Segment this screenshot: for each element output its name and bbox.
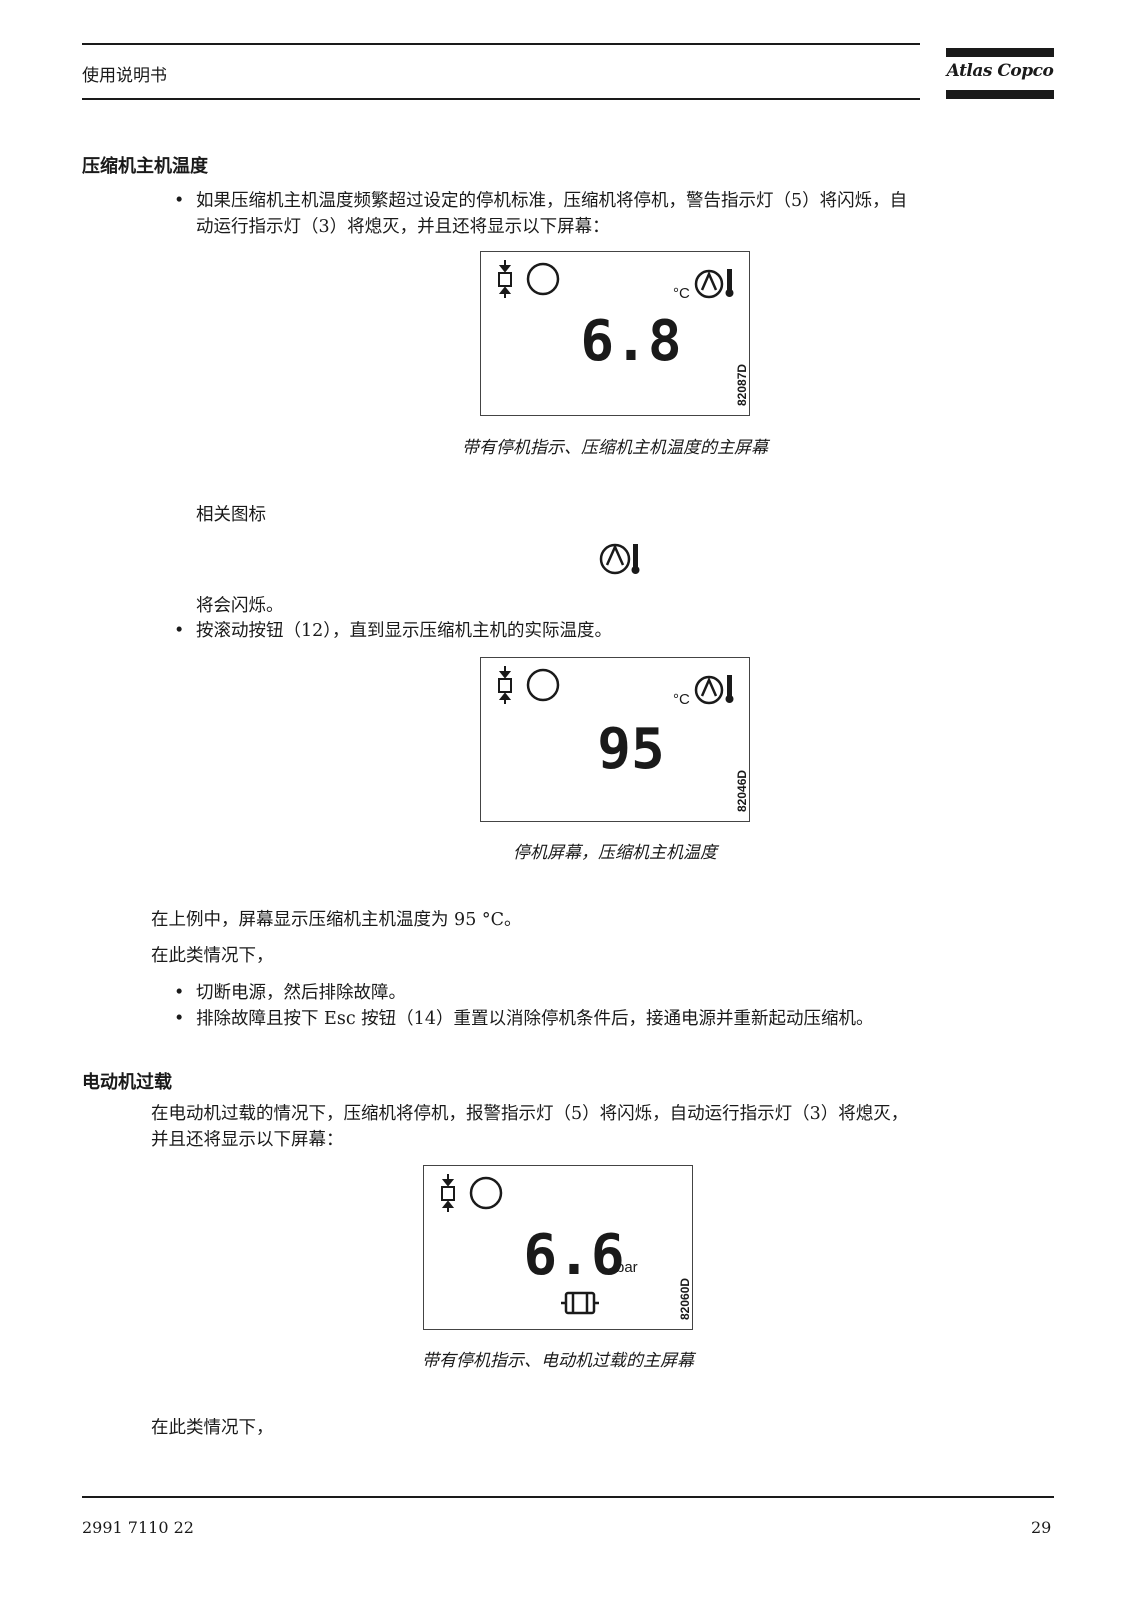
section-heading-motor-overload: 电动机过载: [82, 1072, 172, 1093]
controller-display-2: °C 95 82046D: [480, 657, 750, 822]
display-3-unit: bar: [616, 1259, 638, 1276]
brand-logo: Atlas Copco: [946, 48, 1054, 102]
paragraph-line-2: 并且还将显示以下屏幕：: [151, 1130, 344, 1150]
bullet-text: 排除故障且按下 Esc 按钮（14）重置以消除停机条件后，接通电源并重新起动压缩…: [196, 1009, 874, 1029]
bullet-scroll-button: • 按滚动按钮（12），直到显示压缩机主机的实际温度。: [174, 618, 1056, 644]
footer-rule: [82, 1496, 1054, 1498]
compressor-element-temperature-icon: [599, 543, 640, 575]
will-flash-text: 将会闪烁。: [196, 596, 284, 616]
page-number: 29: [1031, 1518, 1052, 1537]
brand-logo-text: Atlas Copco: [946, 61, 1054, 81]
bullet-text: 按滚动按钮（12），直到显示压缩机主机的实际温度。: [196, 621, 613, 641]
display-1-figure-code: 82087D: [735, 363, 749, 406]
display-2-unit: °C: [673, 691, 690, 708]
load-unload-icon: [498, 260, 512, 298]
element-temperature-icon: [694, 269, 734, 299]
status-circle-icon: [526, 668, 560, 702]
controller-display-3: 6.6 bar 82060D: [423, 1165, 693, 1330]
display-3-value: 6.6: [523, 1223, 624, 1288]
load-unload-icon: [498, 666, 512, 704]
case-text: 在此类情况下，: [151, 946, 274, 966]
display-2-graphics: °C 95: [498, 666, 734, 782]
display-2-figure-code: 82046D: [735, 769, 749, 812]
bullet-dot: •: [174, 1009, 185, 1029]
related-icons-label: 相关图标: [196, 505, 266, 525]
paragraph-line-1: 在电动机过载的情况下，压缩机将停机，报警指示灯（5）将闪烁，自动运行指示灯（3）…: [151, 1104, 909, 1124]
caption-display-3: 带有停机指示、电动机过载的主屏幕: [422, 1351, 694, 1371]
motor-icon: [561, 1291, 599, 1315]
caption-display-2: 停机屏幕，压缩机主机温度: [513, 843, 717, 863]
document-number: 2991 7110 22: [82, 1518, 194, 1537]
motor-overload-paragraph: 在电动机过载的情况下，压缩机将停机，报警指示灯（5）将闪烁，自动运行指示灯（3）…: [151, 1101, 1051, 1153]
display-1-value: 6.8: [580, 309, 681, 374]
header-top-rule: [82, 43, 920, 45]
display-1-graphics: °C 6.8: [498, 260, 734, 374]
display-2-value: 95: [597, 717, 664, 782]
bullet-shutdown-description: • 如果压缩机主机温度频繁超过设定的停机标准，压缩机将停机，警告指示灯（5）将闪…: [174, 188, 1056, 240]
display-3-figure-code: 82060D: [678, 1277, 692, 1320]
bullet-disconnect-power: • 切断电源，然后排除故障。: [174, 980, 1056, 1006]
bullet-reset-restart: • 排除故障且按下 Esc 按钮（14）重置以消除停机条件后，接通电源并重新起动…: [174, 1006, 1056, 1032]
case-text-2: 在此类情况下，: [151, 1418, 274, 1438]
element-temperature-icon: [694, 675, 734, 705]
bullet-text: 切断电源，然后排除故障。: [196, 983, 406, 1003]
caption-display-1: 带有停机指示、压缩机主机温度的主屏幕: [462, 438, 768, 458]
status-circle-icon: [469, 1176, 503, 1210]
bullet-line-1: 如果压缩机主机温度频繁超过设定的停机标准，压缩机将停机，警告指示灯（5）将闪烁，…: [196, 191, 908, 211]
bullet-dot: •: [174, 191, 185, 211]
bullet-dot: •: [174, 983, 185, 1003]
controller-display-1: °C 6.8 82087D: [480, 251, 750, 416]
load-unload-icon: [441, 1174, 455, 1212]
manual-title: 使用说明书: [82, 66, 167, 86]
bullet-dot: •: [174, 621, 185, 641]
display-1-unit: °C: [673, 285, 690, 302]
header-bottom-rule: [82, 98, 920, 100]
example-text: 在上例中，屏幕显示压缩机主机温度为 95 °C。: [151, 910, 522, 930]
display-3-graphics: 6.6 bar: [441, 1174, 638, 1315]
bullet-line-2: 动运行指示灯（3）将熄灭，并且还将显示以下屏幕：: [196, 217, 610, 237]
section-heading-element-temperature: 压缩机主机温度: [82, 156, 208, 177]
status-circle-icon: [526, 262, 560, 296]
